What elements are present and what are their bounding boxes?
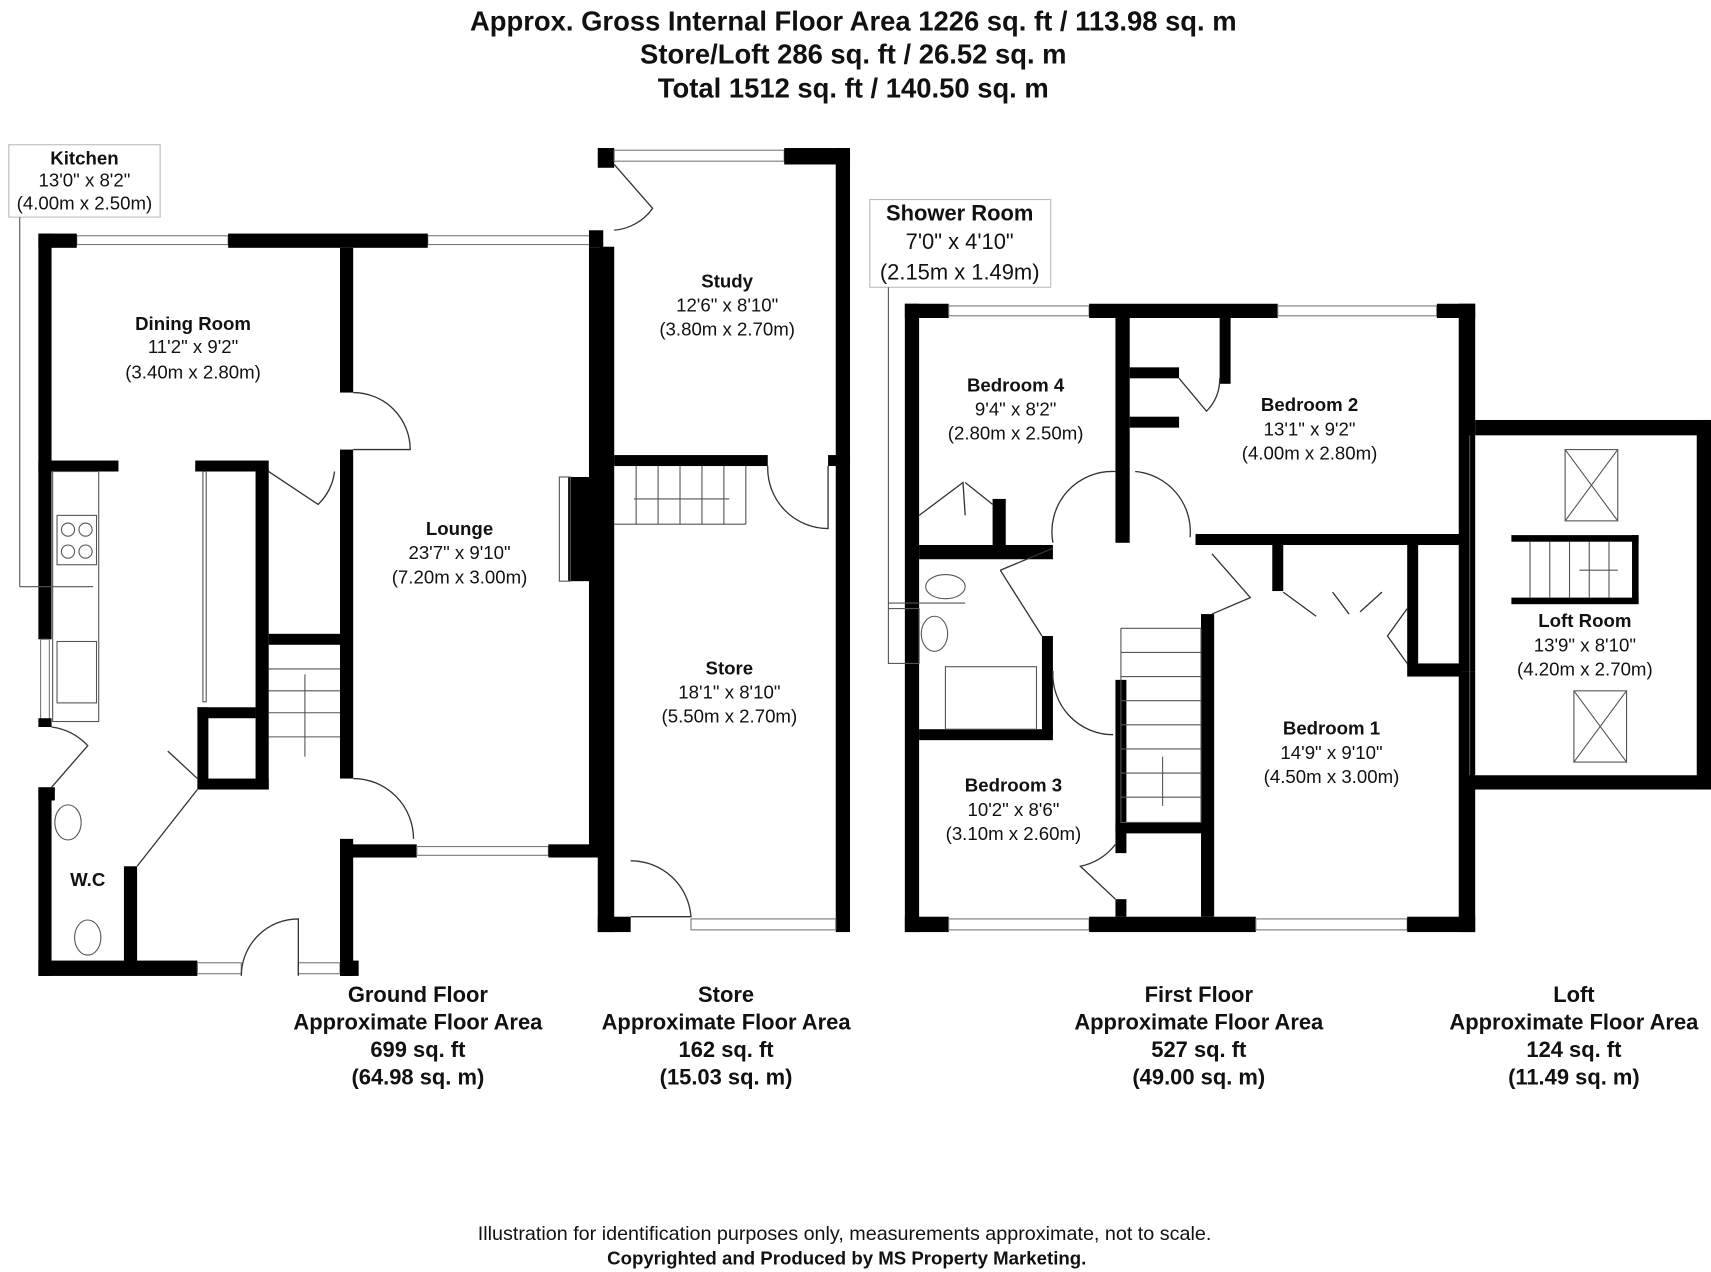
room-name-study: Study — [701, 270, 753, 291]
room-name-store: Store — [706, 657, 754, 678]
room-size-bedroom-3: 10'2" x 8'6" — [968, 799, 1060, 820]
room-name-wc: W.C — [70, 869, 105, 890]
svg-text:124 sq. ft: 124 sq. ft — [1526, 1037, 1622, 1062]
svg-text:Store: Store — [698, 982, 754, 1007]
room-metric-bedroom-4: (2.80m x 2.50m) — [948, 423, 1084, 444]
store-plan — [558, 148, 851, 933]
svg-text:Ground Floor: Ground Floor — [348, 982, 489, 1007]
ground-floor-plan — [38, 230, 604, 976]
room-size-dining: 11'2" x 9'2" — [148, 336, 238, 357]
room-size-bedroom-4: 9'4" x 8'2" — [975, 399, 1056, 420]
room-name-bedroom-1: Bedroom 1 — [1283, 718, 1380, 739]
room-size-store: 18'1" x 8'10" — [678, 682, 780, 703]
first-floor-plan — [887, 303, 1476, 933]
svg-text:(15.03 sq. m): (15.03 sq. m) — [660, 1064, 793, 1089]
svg-text:(64.98 sq. m): (64.98 sq. m) — [351, 1064, 484, 1089]
room-name-lounge: Lounge — [426, 518, 493, 539]
room-size-loft: 13'9" x 8'10" — [1534, 634, 1636, 655]
svg-text:(49.00 sq. m): (49.00 sq. m) — [1132, 1064, 1265, 1089]
floor-caption-loft: Loft Approximate Floor Area 124 sq. ft (… — [1449, 982, 1699, 1089]
svg-text:527 sq. ft: 527 sq. ft — [1151, 1037, 1247, 1062]
disclaimer: Illustration for identification purposes… — [478, 1223, 1212, 1245]
svg-text:Approximate Floor Area: Approximate Floor Area — [602, 1010, 852, 1035]
svg-text:Loft: Loft — [1553, 982, 1595, 1007]
room-metric-bedroom-3: (3.10m x 2.60m) — [946, 823, 1082, 844]
room-name-loft: Loft Room — [1538, 610, 1631, 631]
room-metric-dining: (3.40m x 2.80m) — [125, 361, 261, 382]
room-metric-shower: (2.15m x 1.49m) — [880, 260, 1040, 285]
svg-text:162 sq. ft: 162 sq. ft — [679, 1037, 775, 1062]
svg-text:Approximate Floor Area: Approximate Floor Area — [293, 1010, 543, 1035]
room-name-shower: Shower Room — [886, 200, 1033, 225]
svg-text:699 sq. ft: 699 sq. ft — [370, 1037, 466, 1062]
floor-caption-ground: Ground Floor Approximate Floor Area 699 … — [293, 982, 543, 1089]
room-size-shower: 7'0" x 4'10" — [906, 229, 1014, 254]
svg-text:First Floor: First Floor — [1145, 982, 1254, 1007]
room-metric-kitchen: (4.00m x 2.50m) — [17, 192, 153, 213]
copyright: Copyrighted and Produced by MS Property … — [607, 1247, 1086, 1268]
room-name-bedroom-3: Bedroom 3 — [965, 775, 1062, 796]
svg-text:Approximate Floor Area: Approximate Floor Area — [1449, 1010, 1699, 1035]
floor-caption-store: Store Approximate Floor Area 162 sq. ft … — [602, 982, 852, 1089]
svg-text:Approximate Floor Area: Approximate Floor Area — [1074, 1010, 1324, 1035]
room-size-lounge: 23'7" x 9'10" — [408, 542, 510, 563]
gross-area-title: Approx. Gross Internal Floor Area 1226 s… — [470, 6, 1237, 37]
room-metric-bedroom-2: (4.00m x 2.80m) — [1242, 442, 1378, 463]
room-name-bedroom-4: Bedroom 4 — [967, 374, 1065, 395]
room-metric-loft: (4.20m x 2.70m) — [1517, 658, 1653, 679]
floor-caption-first: First Floor Approximate Floor Area 527 s… — [1074, 982, 1324, 1089]
room-size-study: 12'6" x 8'10" — [676, 294, 778, 315]
room-name-kitchen: Kitchen — [50, 147, 118, 168]
room-size-kitchen: 13'0" x 8'2" — [39, 169, 131, 190]
loft-plan — [1467, 419, 1711, 790]
room-metric-store: (5.50m x 2.70m) — [662, 706, 798, 727]
svg-text:(11.49 sq. m): (11.49 sq. m) — [1508, 1064, 1640, 1089]
room-metric-bedroom-1: (4.50m x 3.00m) — [1264, 766, 1400, 787]
store-loft-area: Store/Loft 286 sq. ft / 26.52 sq. m — [640, 39, 1067, 70]
room-size-bedroom-1: 14'9" x 9'10" — [1280, 742, 1382, 763]
room-name-bedroom-2: Bedroom 2 — [1261, 394, 1358, 415]
total-area: Total 1512 sq. ft / 140.50 sq. m — [658, 73, 1049, 104]
room-name-dining: Dining Room — [135, 313, 251, 334]
room-metric-lounge: (7.20m x 3.00m) — [392, 566, 528, 587]
room-metric-study: (3.80m x 2.70m) — [659, 319, 795, 340]
room-size-bedroom-2: 13'1" x 9'2" — [1264, 418, 1356, 439]
